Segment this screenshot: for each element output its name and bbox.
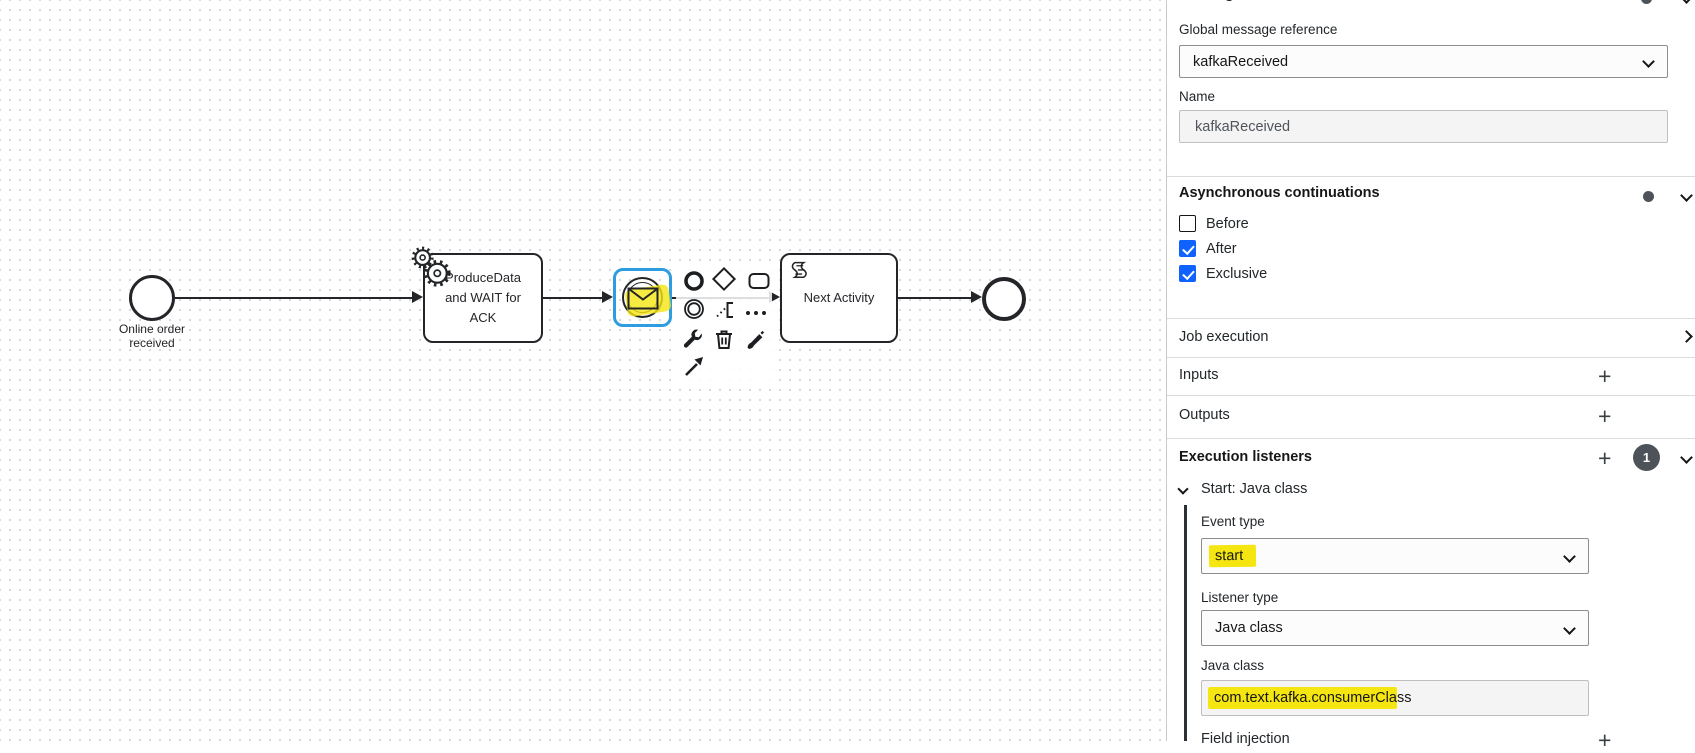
service-task-gears-icon: [409, 245, 453, 295]
global-message-reference-select[interactable]: kafkaReceived: [1179, 45, 1668, 78]
section-edited-dot-icon: [1643, 191, 1654, 202]
listener-group-indent-bar: [1184, 505, 1187, 741]
listener-item-title: Start: Java class: [1201, 481, 1308, 497]
task-produce-data[interactable]: ProduceData and WAIT for ACK: [411, 246, 543, 343]
chevron-down-icon[interactable]: [1680, 451, 1693, 464]
chevron-right-icon[interactable]: [1680, 330, 1693, 343]
sequence-flow-2[interactable]: [543, 297, 602, 299]
append-end-event-icon[interactable]: [681, 268, 707, 294]
end-event[interactable]: [982, 277, 1026, 321]
chevron-down-icon: [1642, 55, 1655, 68]
section-title-job-execution: Job execution: [1179, 329, 1269, 345]
trash-delete-icon[interactable]: [710, 326, 736, 352]
divider: [1167, 176, 1695, 177]
chevron-down-icon: [1563, 550, 1576, 563]
listener-count-badge: 1: [1633, 444, 1660, 471]
checkbox-row-before[interactable]: Before: [1179, 215, 1249, 232]
arrowhead-4: [971, 291, 982, 303]
task-label: Next Activity: [803, 290, 875, 305]
chevron-down-icon[interactable]: [1680, 0, 1693, 4]
event-type-label: Event type: [1201, 514, 1265, 529]
sequence-flow-4[interactable]: [898, 297, 971, 299]
add-field-injection-button[interactable]: +: [1598, 727, 1612, 753]
chevron-down-icon: [1563, 622, 1576, 635]
highlighted-value: com.text.kafka.consumerCla: [1208, 687, 1397, 709]
listener-type-label: Listener type: [1201, 590, 1279, 605]
add-output-button[interactable]: +: [1598, 403, 1612, 429]
section-title-message: Message: [1179, 0, 1242, 2]
append-intermediate-event-icon[interactable]: [681, 296, 707, 322]
paintbrush-color-icon[interactable]: [742, 326, 768, 352]
divider: [1167, 395, 1695, 396]
checkbox-row-exclusive[interactable]: Exclusive: [1179, 265, 1267, 282]
event-type-select[interactable]: start: [1201, 538, 1589, 574]
checkbox-row-after[interactable]: After: [1179, 240, 1237, 257]
envelope-icon: [627, 287, 659, 315]
divider: [1167, 357, 1695, 358]
checkbox-exclusive[interactable]: [1179, 265, 1196, 282]
arrowhead-3: [769, 291, 780, 303]
global-message-reference-label: Global message reference: [1179, 22, 1338, 37]
task-label: ProduceData: [445, 270, 521, 285]
add-execution-listener-button[interactable]: +: [1598, 445, 1612, 471]
section-edited-dot-icon: [1641, 0, 1652, 4]
section-title-outputs: Outputs: [1179, 407, 1230, 423]
connect-arrow-icon[interactable]: [681, 353, 707, 379]
section-title-execution-listeners: Execution listeners: [1179, 449, 1312, 465]
task-label: ACK: [469, 310, 497, 325]
section-title-async: Asynchronous continuations: [1179, 185, 1380, 201]
checkbox-after[interactable]: [1179, 240, 1196, 257]
arrowhead-1: [412, 291, 423, 303]
task-next-activity[interactable]: Next Activity: [780, 253, 898, 343]
listener-type-select[interactable]: Java class: [1201, 610, 1589, 646]
checkbox-before[interactable]: [1179, 215, 1196, 232]
task-label: and WAIT for: [445, 290, 521, 305]
arrowhead-2: [602, 291, 613, 303]
section-title-inputs: Inputs: [1179, 367, 1219, 383]
more-options-icon[interactable]: [743, 300, 769, 326]
java-class-label: Java class: [1201, 658, 1265, 673]
selection-outline: [613, 268, 672, 327]
append-text-annotation-icon[interactable]: [711, 297, 737, 323]
name-input[interactable]: [1179, 110, 1668, 143]
wrench-change-type-icon[interactable]: [679, 326, 705, 352]
divider: [1167, 318, 1695, 319]
section-title-field-injection: Field injection: [1201, 731, 1290, 747]
start-event[interactable]: [129, 275, 175, 321]
divider: [1167, 438, 1695, 439]
properties-panel: Message Global message reference kafkaRe…: [1166, 0, 1695, 752]
script-task-icon: [788, 260, 811, 289]
chevron-down-icon[interactable]: [1177, 483, 1189, 495]
name-label: Name: [1179, 89, 1216, 104]
append-task-icon[interactable]: [746, 268, 772, 294]
chevron-down-icon[interactable]: [1680, 189, 1693, 202]
context-pad: [676, 262, 772, 384]
bpmn-canvas[interactable]: Online order received ProduceData and WA…: [0, 0, 1166, 741]
start-event-label[interactable]: Online order received: [118, 322, 186, 350]
sequence-flow-1[interactable]: [175, 297, 413, 299]
append-gateway-icon[interactable]: [711, 266, 737, 292]
highlighted-value: start: [1208, 544, 1257, 568]
add-input-button[interactable]: +: [1598, 363, 1612, 389]
